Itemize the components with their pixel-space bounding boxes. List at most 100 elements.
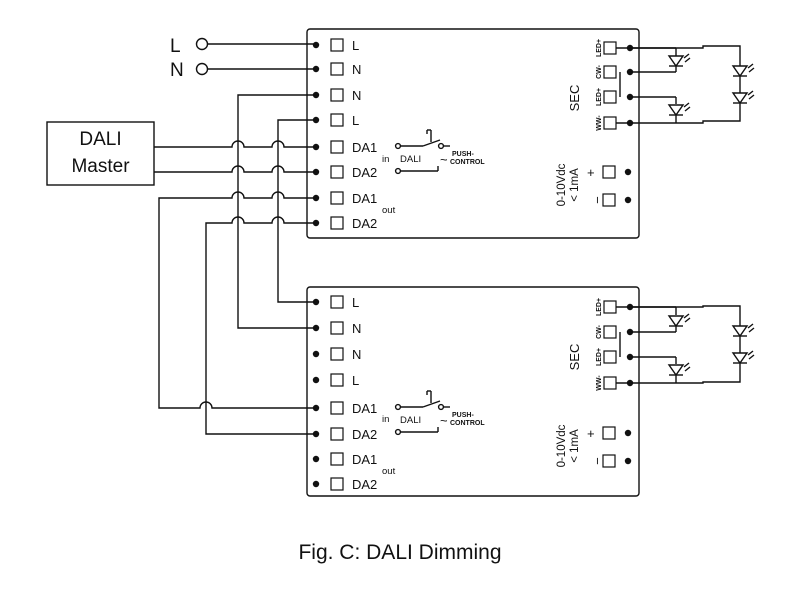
driver-2-terminal-box	[330, 295, 344, 309]
driver-2-sec-label: SEC	[567, 344, 582, 371]
driver-1-tilde: ~	[440, 152, 448, 167]
led-diode-icon	[731, 323, 755, 338]
driver-1-dim-dot	[624, 196, 632, 204]
dali-master-label-line2: Master	[71, 156, 130, 177]
led-diode-icon	[667, 362, 691, 377]
driver-1-minus-sign: −	[590, 196, 605, 204]
mains-l-terminal	[195, 37, 209, 51]
driver-2-dim-dot	[624, 429, 632, 437]
driver-1-terminal-label: DA1	[352, 191, 377, 206]
driver-1-push-switch-symbol	[394, 129, 450, 175]
driver-1-terminal-box	[330, 62, 344, 76]
dali-master-box	[46, 121, 155, 186]
driver-1-sec-label: SEC	[567, 85, 582, 112]
driver-1-terminal-box	[330, 113, 344, 127]
driver-1-sec-terminal	[603, 41, 617, 55]
led-diode-icon	[667, 313, 691, 328]
driver-2-control-label: CONTROL	[450, 420, 485, 427]
driver-2-terminal-box	[330, 321, 344, 335]
driver-2-ww-minus-label: WW-	[596, 375, 603, 391]
driver-1-out-label: out	[382, 205, 396, 216]
led-diode-icon	[731, 63, 755, 78]
driver-1-terminal-box	[330, 165, 344, 179]
driver-1-terminal-box	[330, 88, 344, 102]
driver-2-terminal-box	[330, 401, 344, 415]
driver-2-push-switch-symbol	[394, 390, 450, 436]
driver-1-control-label: CONTROL	[450, 159, 485, 166]
driver-2-terminal-dot	[312, 455, 320, 463]
driver-1-terminal-label: DA2	[352, 216, 377, 231]
driver-2-plus-sign: +	[587, 426, 595, 441]
driver-2-cw-minus-label: CW-	[596, 324, 603, 339]
driver-2-dali-label: DALI	[400, 415, 421, 426]
driver-1-terminal-box	[330, 140, 344, 154]
driver-2: L N N L DA1 DA2 DA1 DA2 in out DALI ~ PU…	[306, 286, 640, 497]
driver-2-dim-dot	[624, 457, 632, 465]
mains-l-label: L	[170, 36, 181, 57]
driver-2-ma-label: < 1mA	[569, 429, 581, 463]
driver-2-sec-terminal	[603, 376, 617, 390]
driver-2-sec-terminal	[603, 300, 617, 314]
driver-2-terminal-dot	[312, 350, 320, 358]
driver-1-terminal-label: L	[352, 38, 359, 53]
driver-2-dim-terminal	[602, 454, 616, 468]
driver-1-terminal-label: N	[352, 62, 361, 77]
driver-1-terminal-box	[330, 38, 344, 52]
driver-2-tilde: ~	[440, 413, 448, 428]
driver-1-box	[306, 28, 640, 239]
driver-2-terminal-label: N	[352, 321, 361, 336]
driver-1-dali-label: DALI	[400, 154, 421, 165]
driver-2-in-label: in	[382, 414, 389, 425]
driver-1-in-label: in	[382, 154, 389, 165]
driver-1-dim-terminal	[602, 165, 616, 179]
driver-1-ww-minus-label: WW-	[596, 115, 603, 131]
driver-1-terminal-label: N	[352, 88, 361, 103]
driver-1-plus-sign: +	[587, 165, 595, 180]
driver-2-dim-terminal	[602, 426, 616, 440]
driver-1-ma-label: < 1mA	[569, 168, 581, 202]
driver-1-sec-terminal	[603, 65, 617, 79]
driver-2-led-plus-label: LED+	[596, 348, 603, 366]
driver-1-led-plus-label: LED+	[596, 39, 603, 57]
driver-1-sec-terminal	[603, 116, 617, 130]
driver-2-box	[306, 286, 640, 497]
driver-1-terminal-dot	[312, 41, 320, 49]
driver-2-push-label: PUSH-	[452, 412, 474, 419]
figure-caption: Fig. C: DALI Dimming	[298, 541, 501, 564]
driver-2-terminal-box	[330, 347, 344, 361]
driver-1-cw-minus-label: CW-	[596, 64, 603, 79]
driver-2-terminal-label: L	[352, 373, 359, 388]
led-diode-icon	[731, 90, 755, 105]
driver-2-terminal-label: N	[352, 347, 361, 362]
driver-2-terminal-box	[330, 477, 344, 491]
driver-2-terminal-dot	[312, 480, 320, 488]
wiring	[154, 43, 741, 435]
driver-2-terminal-dot	[312, 376, 320, 384]
mains-n-label: N	[170, 60, 184, 81]
driver-2-terminal-label: DA2	[352, 427, 377, 442]
driver-1-terminal-label: L	[352, 113, 359, 128]
driver-2-vdc-label: 0-10Vdc	[556, 424, 568, 467]
driver-2-minus-sign: −	[590, 457, 605, 465]
driver-1-led-plus-label: LED+	[596, 88, 603, 106]
driver-2-terminal-label: DA1	[352, 401, 377, 416]
driver-2-out-label: out	[382, 466, 396, 477]
driver-1-sec-terminal	[603, 90, 617, 104]
driver-1-vdc-label: 0-10Vdc	[556, 163, 568, 206]
led-diode-icon	[667, 102, 691, 117]
led-diode-icon	[731, 350, 755, 365]
driver-2-led-plus-label: LED+	[596, 298, 603, 316]
driver-1-terminal-box	[330, 216, 344, 230]
driver-2-terminal-box	[330, 452, 344, 466]
driver-2-terminal-box	[330, 427, 344, 441]
driver-1-push-label: PUSH-	[452, 151, 474, 158]
driver-2-sec-terminal	[603, 325, 617, 339]
driver-1: L N N L DA1 DA2 DA1 DA2 in out DALI ~ PU…	[306, 28, 640, 239]
driver-2-sec-terminal	[603, 350, 617, 364]
driver-2-terminal-label: DA2	[352, 477, 377, 492]
driver-1-terminal-label: DA1	[352, 140, 377, 155]
driver-1-terminal-label: DA2	[352, 165, 377, 180]
driver-1-terminal-box	[330, 191, 344, 205]
led-diode-icon	[667, 53, 691, 68]
driver-2-terminal-label: DA1	[352, 452, 377, 467]
